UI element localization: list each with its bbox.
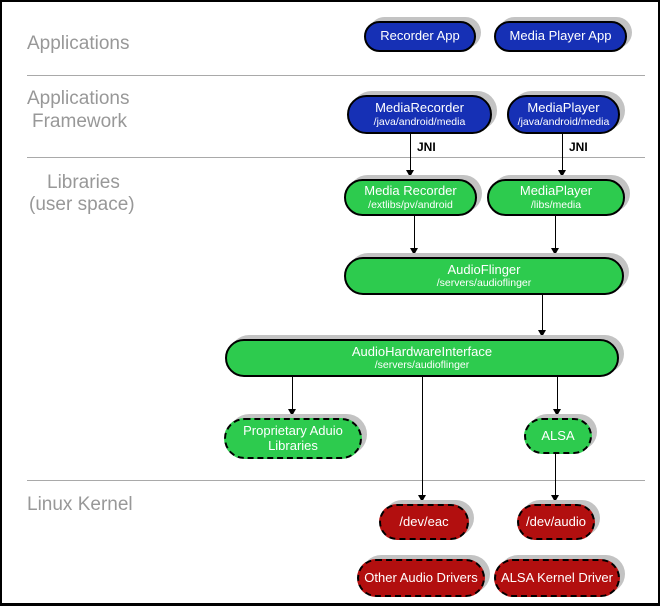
node-audioflinger: AudioFlinger /servers/audioflinger bbox=[344, 257, 624, 295]
node-alsa-kernel-driver-label: ALSA Kernel Driver bbox=[501, 569, 613, 585]
divider-applications-framework bbox=[27, 75, 645, 76]
node-mediaplayer-lib: MediaPlayer /libs/media bbox=[487, 179, 625, 216]
node-proprietary-audio-libraries: Proprietary Aduio Libraries bbox=[224, 418, 362, 459]
node-audioflinger-label: AudioFlinger bbox=[447, 261, 521, 277]
node-mediarecorder-framework-label: MediaRecorder bbox=[375, 100, 464, 115]
node-media-player-app-label: Media Player App bbox=[509, 28, 612, 44]
arrow-ahi-deveac-line bbox=[422, 377, 423, 495]
node-mediaplayer-framework: MediaPlayer /java/android/media bbox=[507, 95, 620, 134]
node-audiohardwareinterface-label: AudioHardwareInterface bbox=[351, 343, 493, 359]
node-audioflinger-path: /servers/audioflinger bbox=[436, 277, 532, 290]
node-dev-audio: /dev/audio bbox=[517, 504, 595, 540]
section-label-linux-kernel: Linux Kernel bbox=[27, 494, 133, 515]
node-audiohardwareinterface: AudioHardwareInterface /servers/audiofli… bbox=[225, 339, 619, 377]
arrow-alsa-devaudio-line bbox=[555, 454, 556, 495]
node-alsa-label: ALSA bbox=[541, 427, 575, 443]
node-mediaplayer-framework-path: /java/android/media bbox=[517, 115, 610, 128]
node-media-recorder-lib-path: /extlibs/pv/android bbox=[368, 198, 453, 211]
node-dev-eac-label: /dev/eac bbox=[399, 513, 449, 529]
node-alsa-kernel-driver: ALSA Kernel Driver bbox=[494, 559, 620, 597]
arrow-audioflinger-ahi-head bbox=[538, 330, 546, 337]
node-dev-audio-label: /dev/audio bbox=[526, 513, 586, 529]
arrow-ahi-alsa-line bbox=[557, 377, 558, 409]
node-proprietary-audio-libraries-line2: Libraries bbox=[268, 437, 318, 453]
arrow-audioflinger-ahi-line bbox=[542, 295, 543, 330]
arrow-mediarecorder-jni-line bbox=[410, 134, 411, 170]
arrow-mediaplayer-jni-line bbox=[562, 134, 563, 170]
node-mediarecorder-framework: MediaRecorder /java/android/media bbox=[347, 95, 492, 134]
arrow-ahi-proprietary-head bbox=[288, 409, 296, 416]
edge-label-jni-right: JNI bbox=[569, 140, 588, 154]
section-label-applications: Applications bbox=[27, 33, 130, 54]
section-label-framework-line2: Framework bbox=[32, 111, 128, 132]
node-mediaplayer-framework-label: MediaPlayer bbox=[527, 100, 600, 115]
arrow-recorderlib-audioflinger-head bbox=[410, 248, 418, 255]
node-alsa: ALSA bbox=[524, 418, 592, 454]
edge-label-jni-left: JNI bbox=[417, 140, 436, 154]
node-recorder-app-label: Recorder App bbox=[380, 28, 460, 44]
arrow-mediarecorder-jni-head bbox=[406, 170, 414, 177]
arrow-ahi-proprietary-line bbox=[292, 377, 293, 409]
arrow-mediaplayer-jni-head bbox=[558, 170, 566, 177]
node-mediaplayer-lib-label: MediaPlayer bbox=[519, 183, 593, 198]
arrow-alsa-devaudio-head bbox=[551, 495, 559, 502]
node-media-recorder-lib-label: Media Recorder bbox=[364, 183, 457, 198]
arrow-recorderlib-audioflinger-line bbox=[414, 216, 415, 248]
node-mediarecorder-framework-path: /java/android/media bbox=[373, 115, 466, 128]
node-dev-eac: /dev/eac bbox=[379, 504, 469, 540]
node-other-audio-drivers-label: Other Audio Drivers bbox=[364, 569, 478, 585]
arrow-ahi-deveac-head bbox=[418, 495, 426, 502]
section-label-libraries-line2: (user space) bbox=[29, 194, 135, 215]
section-label-framework-line1: Applications bbox=[27, 88, 130, 109]
divider-framework-libraries bbox=[27, 157, 645, 158]
node-mediaplayer-lib-path: /libs/media bbox=[530, 198, 582, 211]
node-media-recorder-lib: Media Recorder /extlibs/pv/android bbox=[344, 179, 477, 216]
node-recorder-app: Recorder App bbox=[364, 21, 476, 52]
node-other-audio-drivers: Other Audio Drivers bbox=[357, 559, 485, 597]
node-audiohardwareinterface-path: /servers/audioflinger bbox=[374, 359, 470, 372]
divider-libraries-kernel bbox=[27, 480, 645, 481]
arrow-playerlib-audioflinger-head bbox=[551, 248, 559, 255]
section-label-libraries-line1: Libraries bbox=[47, 172, 120, 193]
arrow-ahi-alsa-head bbox=[553, 409, 561, 416]
arrow-playerlib-audioflinger-line bbox=[555, 216, 556, 248]
node-proprietary-audio-libraries-line1: Proprietary Aduio bbox=[243, 422, 343, 438]
node-media-player-app: Media Player App bbox=[494, 21, 627, 52]
